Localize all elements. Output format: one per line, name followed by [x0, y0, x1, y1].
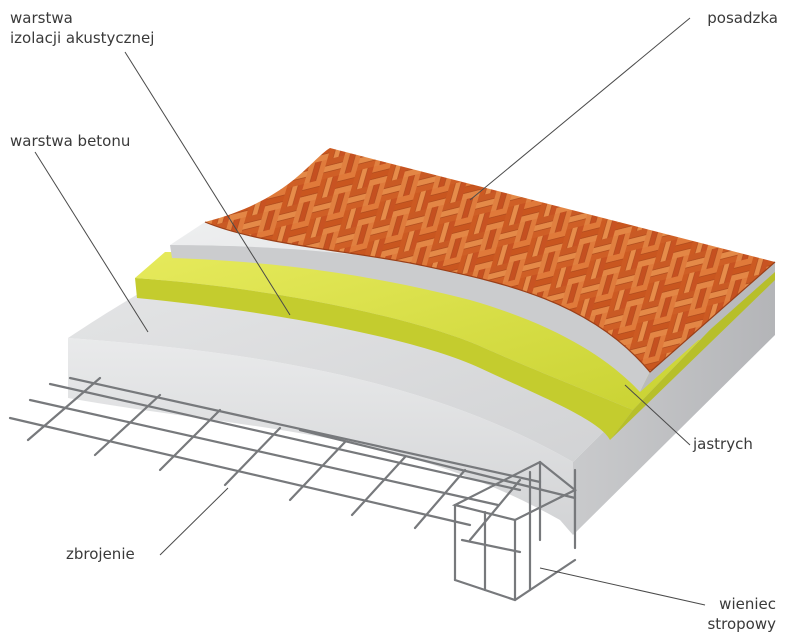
leader-acoustic — [124, 51, 291, 316]
acoustic-insulation-layer — [135, 252, 700, 410]
label-acoustic-line1: warstwa — [10, 9, 73, 27]
leader-screed — [624, 384, 691, 446]
rebar-mesh — [8, 376, 577, 542]
label-ring-beam-line2: stropowy — [707, 615, 776, 633]
ring-beam-cage — [451, 460, 578, 602]
label-ring-beam: wieniec stropowy — [707, 594, 776, 634]
leader-ring-beam — [539, 567, 706, 606]
leader-floor — [469, 17, 691, 201]
label-reinforcement: zbrojenie — [66, 545, 135, 563]
concrete-side-face — [573, 262, 775, 535]
label-acoustic-line2: izolacji akustycznej — [10, 29, 155, 47]
label-ring-beam-line1: wieniec — [719, 595, 776, 613]
leader-lines — [34, 17, 706, 606]
label-concrete-layer: warstwa betonu — [10, 132, 131, 150]
leader-reinforcement — [159, 487, 229, 556]
acoustic-insulation-front — [135, 278, 633, 440]
leader-concrete — [34, 151, 149, 333]
screed-front-face — [170, 245, 650, 392]
screed-right-face — [640, 262, 775, 392]
label-acoustic-insulation: warstwa izolacji akustycznej — [10, 8, 154, 48]
label-floor: posadzka — [707, 9, 778, 27]
parquet-floor-surface — [205, 148, 775, 372]
label-screed: jastrych — [693, 435, 753, 453]
parquet-edge — [204, 221, 776, 373]
concrete-front-face — [68, 338, 573, 535]
